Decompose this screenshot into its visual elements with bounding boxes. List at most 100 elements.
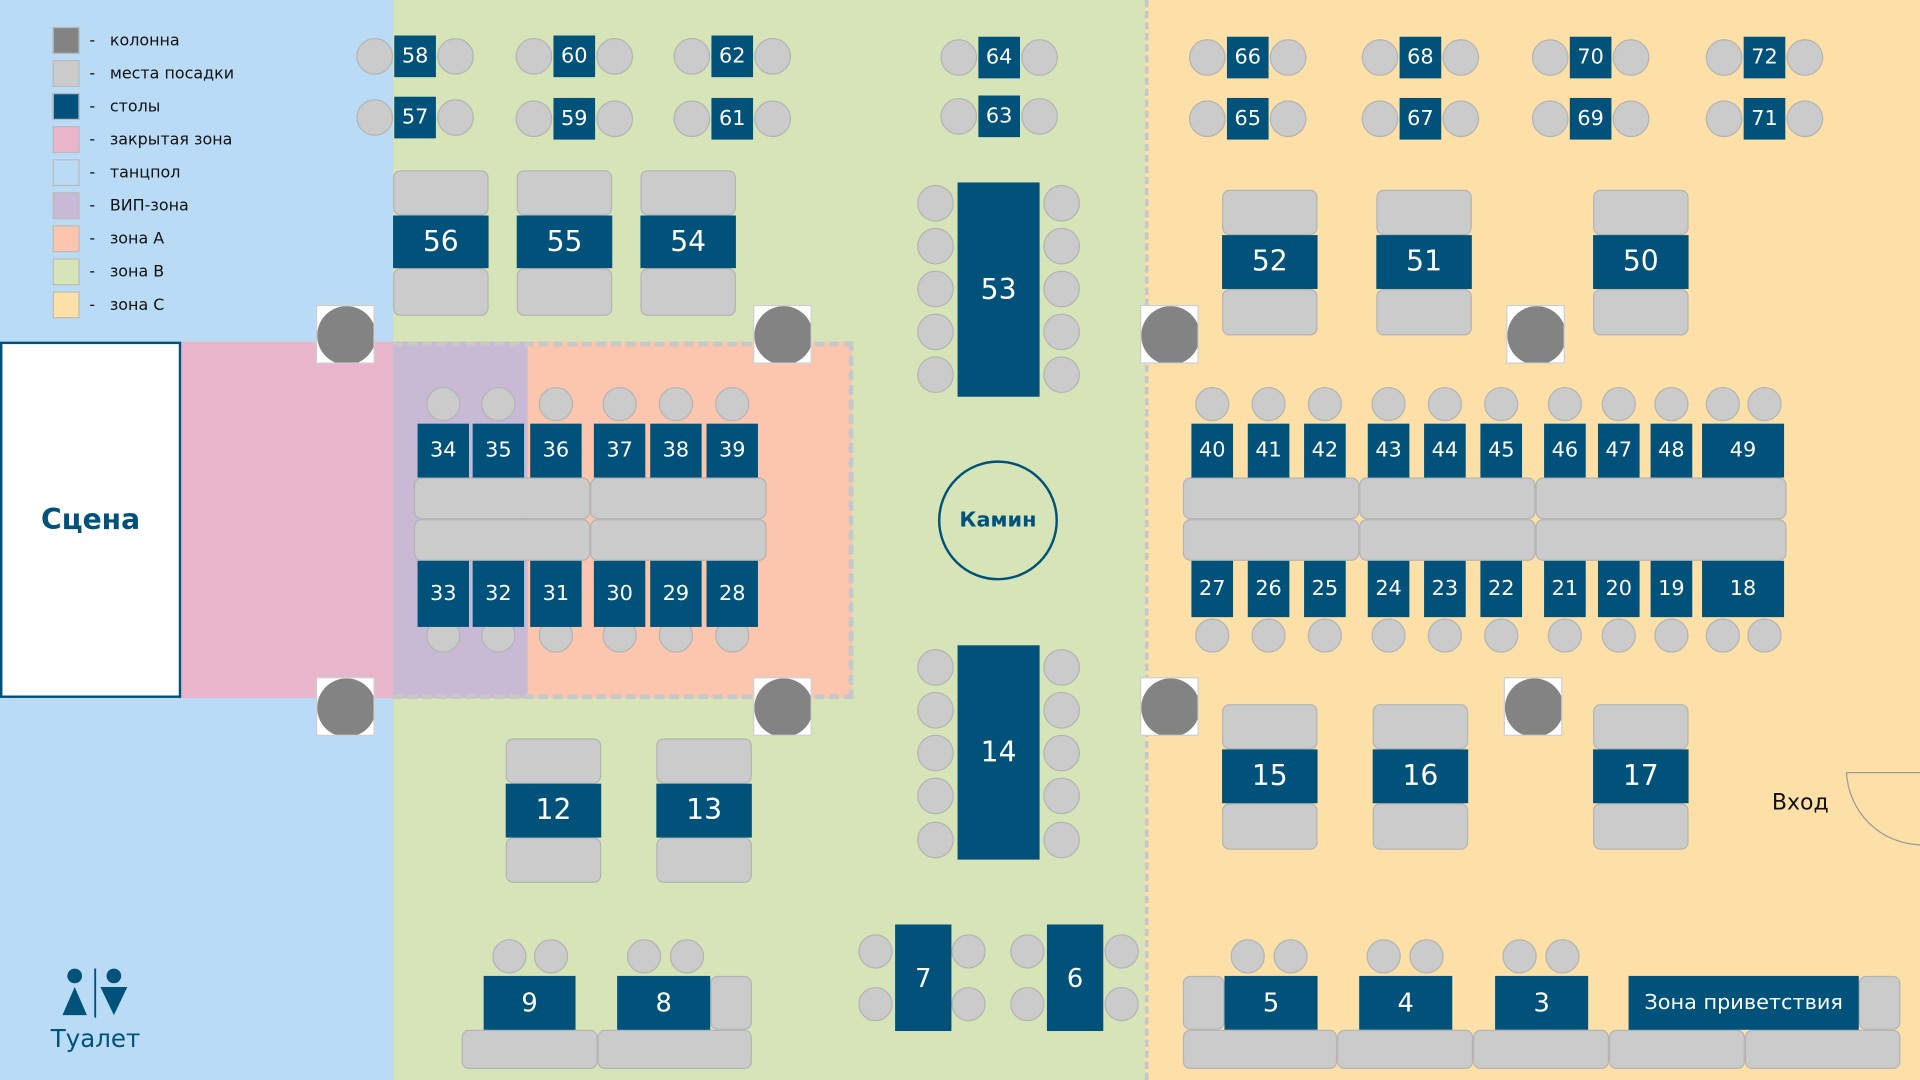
seat[interactable] [1043,734,1081,772]
sofa-seat[interactable] [413,477,591,520]
seat[interactable] [1361,100,1399,138]
sofa-seat[interactable] [1182,975,1225,1030]
seat[interactable] [754,37,792,75]
seat[interactable] [1705,618,1741,653]
sofa-seat[interactable] [1376,288,1472,336]
sofa-seat[interactable] [1222,189,1318,236]
seat[interactable] [1484,386,1519,422]
seat[interactable] [1188,100,1226,138]
stage[interactable]: Сцена [0,341,182,698]
table-14[interactable]: 14 [957,645,1040,860]
sofa-seat[interactable] [1593,189,1689,236]
seat[interactable] [1307,386,1343,422]
seat[interactable] [1366,939,1401,974]
seat[interactable] [1361,39,1399,76]
seat[interactable] [1104,986,1139,1022]
seat[interactable] [917,777,954,815]
seat[interactable] [1654,386,1689,422]
sofa-seat[interactable] [413,519,591,561]
table-65[interactable]: 65 [1226,97,1269,140]
table-43[interactable]: 43 [1367,423,1410,478]
seat[interactable] [1043,777,1081,815]
table-66[interactable]: 66 [1226,36,1269,79]
table-7[interactable]: 7 [895,924,952,1032]
sofa-seat[interactable] [1858,975,1901,1030]
seat[interactable] [1484,618,1519,653]
seat[interactable] [596,37,634,75]
table-32[interactable]: 32 [472,560,525,627]
table-6[interactable]: 6 [1046,924,1104,1032]
seat[interactable] [1409,939,1444,974]
table-38[interactable]: 38 [650,423,702,478]
seat[interactable] [1531,100,1569,138]
sofa-seat[interactable] [656,837,752,883]
seat[interactable] [626,939,662,974]
seat[interactable] [917,270,954,308]
seat[interactable] [602,386,637,422]
table-5[interactable]: 5 [1224,975,1318,1030]
table-40[interactable]: 40 [1191,423,1234,478]
seat[interactable] [1043,227,1081,265]
seat[interactable] [917,821,954,859]
table-33[interactable]: 33 [417,560,469,627]
seat[interactable] [1601,386,1636,422]
seat[interactable] [1601,618,1636,653]
seat[interactable] [673,37,711,75]
seat[interactable] [1442,39,1480,76]
sofa-seat[interactable] [393,268,489,316]
table-28[interactable]: 28 [706,560,758,627]
seat[interactable] [1043,691,1081,729]
table-59[interactable]: 59 [553,97,596,140]
table-16[interactable]: 16 [1372,749,1469,804]
seat[interactable] [1251,386,1286,422]
seat[interactable] [1654,618,1689,653]
sofa-seat[interactable] [640,170,736,216]
seat[interactable] [754,100,792,138]
seat[interactable] [1195,618,1230,653]
seat[interactable] [1545,939,1580,974]
welcome-zone[interactable]: Зона приветствия [1628,975,1859,1030]
table-19[interactable]: 19 [1650,560,1693,618]
table-26[interactable]: 26 [1247,560,1290,618]
sofa-seat[interactable] [1376,189,1472,236]
table-23[interactable]: 23 [1424,560,1466,618]
seat[interactable] [1043,821,1081,859]
seat[interactable] [1251,618,1286,653]
table-51[interactable]: 51 [1376,235,1472,289]
seat[interactable] [951,986,986,1022]
seat[interactable] [538,386,574,422]
seat[interactable] [1531,39,1569,76]
seat[interactable] [1371,618,1406,653]
seat[interactable] [1547,386,1583,422]
table-3[interactable]: 3 [1495,975,1589,1030]
table-9[interactable]: 9 [483,975,576,1030]
seat[interactable] [715,386,750,422]
seat[interactable] [1427,386,1463,422]
seat[interactable] [951,934,986,969]
table-70[interactable]: 70 [1569,36,1612,79]
sofa-seat[interactable] [1222,288,1318,336]
seat[interactable] [1612,100,1650,138]
table-29[interactable]: 29 [650,560,702,627]
table-54[interactable]: 54 [640,215,736,269]
sofa-seat[interactable] [1337,1029,1474,1069]
seat[interactable] [1043,313,1081,351]
table-64[interactable]: 64 [978,36,1021,79]
seat[interactable] [1786,100,1824,138]
seat[interactable] [917,734,954,772]
sofa-seat[interactable] [710,975,752,1030]
table-31[interactable]: 31 [530,560,582,627]
table-44[interactable]: 44 [1424,423,1466,478]
seat[interactable] [1043,356,1081,394]
sofa-seat[interactable] [1182,1029,1338,1069]
seat[interactable] [426,386,461,422]
seat[interactable] [356,99,394,136]
table-35[interactable]: 35 [472,423,525,478]
sofa-seat[interactable] [505,837,602,883]
seat[interactable] [917,356,954,394]
seat[interactable] [1230,939,1265,974]
table-68[interactable]: 68 [1399,36,1442,79]
seat[interactable] [1043,648,1081,686]
table-37[interactable]: 37 [593,423,646,478]
table-8[interactable]: 8 [617,975,711,1030]
